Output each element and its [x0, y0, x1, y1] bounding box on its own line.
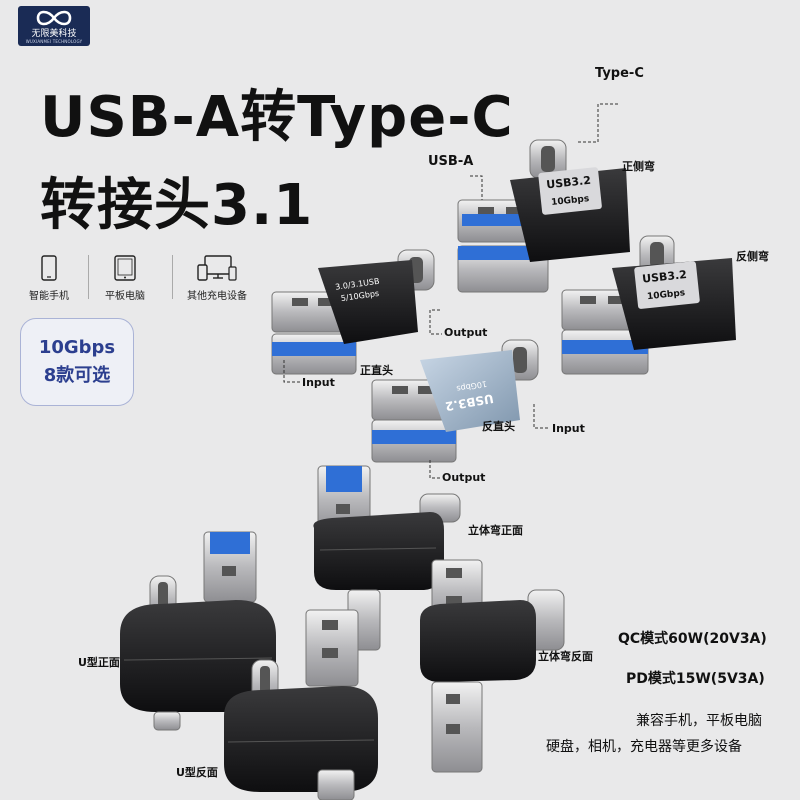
compat-line2: 硬盘，相机，充电器等更多设备 — [546, 739, 742, 755]
smartphone-icon — [41, 255, 57, 281]
label-stereo-reverse: 立体弯反面 — [538, 650, 593, 663]
brand-sub: WUXIANMEI TECHNOLOGY — [25, 39, 83, 44]
label-u-reverse: U型反面 — [176, 766, 218, 779]
infinity-icon — [36, 10, 72, 26]
device-label: 智能手机 — [29, 291, 69, 302]
adapter-straight-front — [271, 249, 435, 375]
devices-icon — [197, 255, 237, 281]
options-count: 8款可选 — [43, 365, 111, 386]
adapter-u-reverse — [224, 609, 378, 800]
label-output-2: Output — [442, 471, 486, 484]
adapter-side-bend-front — [457, 139, 630, 293]
adapter-print: USB3.2 — [642, 268, 688, 286]
label-side-front: 正侧弯 — [622, 160, 655, 173]
adapter-stereo-bend-reverse — [420, 559, 565, 773]
compat-line1: 兼容手机，平板电脑 — [636, 713, 762, 729]
spec-qc: QC模式60W(20V3A) — [618, 631, 767, 647]
label-straight-front: 正直头 — [360, 364, 393, 377]
brand-name: 无限美科技 — [31, 29, 77, 39]
device-label: 其他充电设备 — [187, 291, 247, 302]
brand-logo: 无限美科技 WUXIANMEI TECHNOLOGY — [18, 6, 90, 46]
tablet-icon — [114, 255, 136, 281]
adapter-print: USB3.2 — [546, 174, 592, 192]
divider — [88, 255, 89, 299]
spec-pd: PD模式15W(5V3A) — [626, 671, 765, 687]
label-stereo-front: 立体弯正面 — [468, 524, 523, 537]
device-smartphone: 智能手机 — [4, 255, 94, 302]
adapter-u-front — [120, 531, 276, 731]
adapter-print: 10Gbps — [551, 194, 590, 208]
adapter-print: 10Gbps — [647, 288, 686, 302]
label-side-reverse: 反侧弯 — [736, 250, 769, 263]
adapter-straight-reverse — [371, 339, 539, 463]
divider — [172, 255, 173, 299]
speed-badge: 10Gbps 8款可选 — [20, 318, 134, 406]
label-input-1: Input — [302, 376, 335, 389]
label-straight-reverse: 反直头 — [482, 420, 515, 433]
page-title-line2: 转接头3.1 — [40, 173, 314, 238]
label-output-1: Output — [444, 326, 488, 339]
device-label: 平板电脑 — [105, 291, 145, 302]
label-input-2: Input — [552, 422, 585, 435]
label-usb-a: USB-A — [428, 154, 474, 169]
page-title-line1: USB-A转Type-C — [40, 85, 514, 150]
callout-lines — [283, 103, 618, 479]
device-tablet: 平板电脑 — [80, 255, 170, 302]
adapter-stereo-bend-front — [313, 465, 461, 651]
label-type-c: Type-C — [595, 66, 644, 81]
speed-value: 10Gbps — [38, 337, 116, 358]
adapter-side-bend-reverse — [561, 235, 736, 375]
label-u-front: U型正面 — [78, 656, 120, 669]
device-other: 其他充电设备 — [172, 255, 262, 302]
